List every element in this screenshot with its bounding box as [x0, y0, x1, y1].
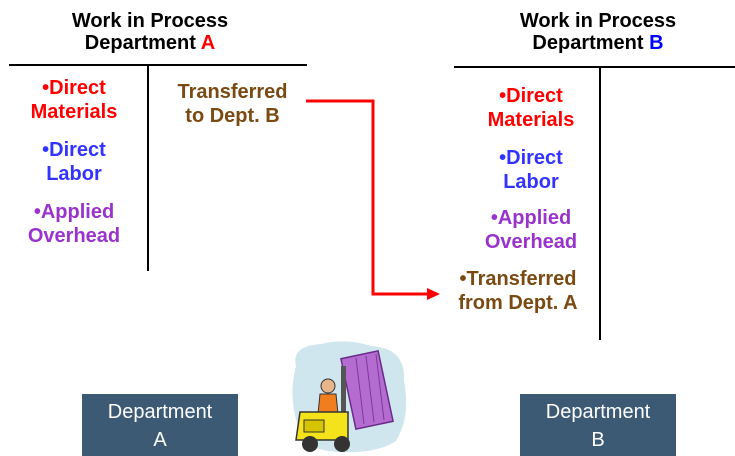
account-b-t-stem	[599, 66, 601, 340]
debit-label: Materials	[30, 101, 118, 123]
debit-label: Materials	[487, 109, 575, 131]
account-a-debit-overhead: •Applied Overhead	[8, 200, 140, 248]
debit-label: Overhead	[27, 225, 121, 247]
driver-head	[320, 378, 336, 394]
account-a-t-top	[9, 64, 307, 66]
debit-label: •Direct	[499, 147, 563, 169]
forklift-icon	[292, 341, 407, 453]
forklift-wheel	[302, 436, 318, 452]
forklift-grille	[303, 419, 325, 433]
debit-label: •Direct	[42, 139, 106, 161]
debit-label: •Applied	[490, 207, 572, 229]
debit-label: Overhead	[484, 231, 578, 253]
account-b-t-top	[454, 66, 735, 68]
account-b-title: Work in Process Department B	[478, 10, 718, 54]
account-b-debit-overhead: •Applied Overhead	[465, 206, 597, 254]
account-a-debit-materials: •Direct Materials	[8, 76, 140, 124]
department-b-line1: Department	[545, 401, 651, 423]
debit-label: •Applied	[33, 201, 115, 223]
account-a-title: Work in Process Department A	[30, 10, 270, 54]
department-b-box: Department B	[520, 394, 676, 456]
account-b-title-line2: Department B	[478, 32, 718, 54]
mast	[341, 366, 346, 436]
account-b-debit-labor: •Direct Labor	[465, 146, 597, 194]
department-a-line1: Department	[107, 401, 213, 423]
account-b-title-letter: B	[649, 32, 664, 54]
forklift-wheel	[334, 436, 350, 452]
account-a-debit-labor: •Direct Labor	[8, 138, 140, 186]
account-b-debit-materials: •Direct Materials	[465, 84, 597, 132]
account-b-title-line1: Work in Process	[519, 10, 677, 32]
account-a-t-stem	[147, 64, 149, 271]
account-a-title-line2: Department A	[30, 32, 270, 54]
transfer-arrow-path	[306, 99, 428, 296]
arrowhead-icon	[427, 288, 440, 300]
driver-body	[317, 393, 339, 415]
cargo-stripe	[355, 357, 365, 425]
account-a-title-line1: Work in Process	[71, 10, 229, 32]
cargo-stripe	[365, 355, 375, 423]
department-a-box: Department A	[82, 394, 238, 456]
cargo-box	[340, 349, 394, 431]
credit-label: Transferred	[177, 81, 288, 103]
cargo-stripe	[375, 353, 385, 421]
debit-label: •Transferred	[459, 268, 577, 290]
credit-label: to Dept. B	[185, 105, 280, 127]
debit-label: •Direct	[42, 77, 106, 99]
account-b-title-prefix: Department	[532, 32, 650, 54]
department-a-line2: A	[153, 429, 167, 451]
department-b-line2: B	[591, 429, 605, 451]
account-a-title-prefix: Department	[84, 32, 201, 54]
account-a-credit-transferred: Transferred to Dept. B	[160, 80, 305, 128]
account-a-title-letter: A	[200, 32, 216, 54]
debit-label: Labor	[503, 171, 559, 193]
account-b-debit-transferred: •Transferred from Dept. A	[438, 267, 598, 315]
debit-label: from Dept. A	[458, 292, 578, 314]
debit-label: •Direct	[499, 85, 563, 107]
debit-label: Labor	[46, 163, 102, 185]
